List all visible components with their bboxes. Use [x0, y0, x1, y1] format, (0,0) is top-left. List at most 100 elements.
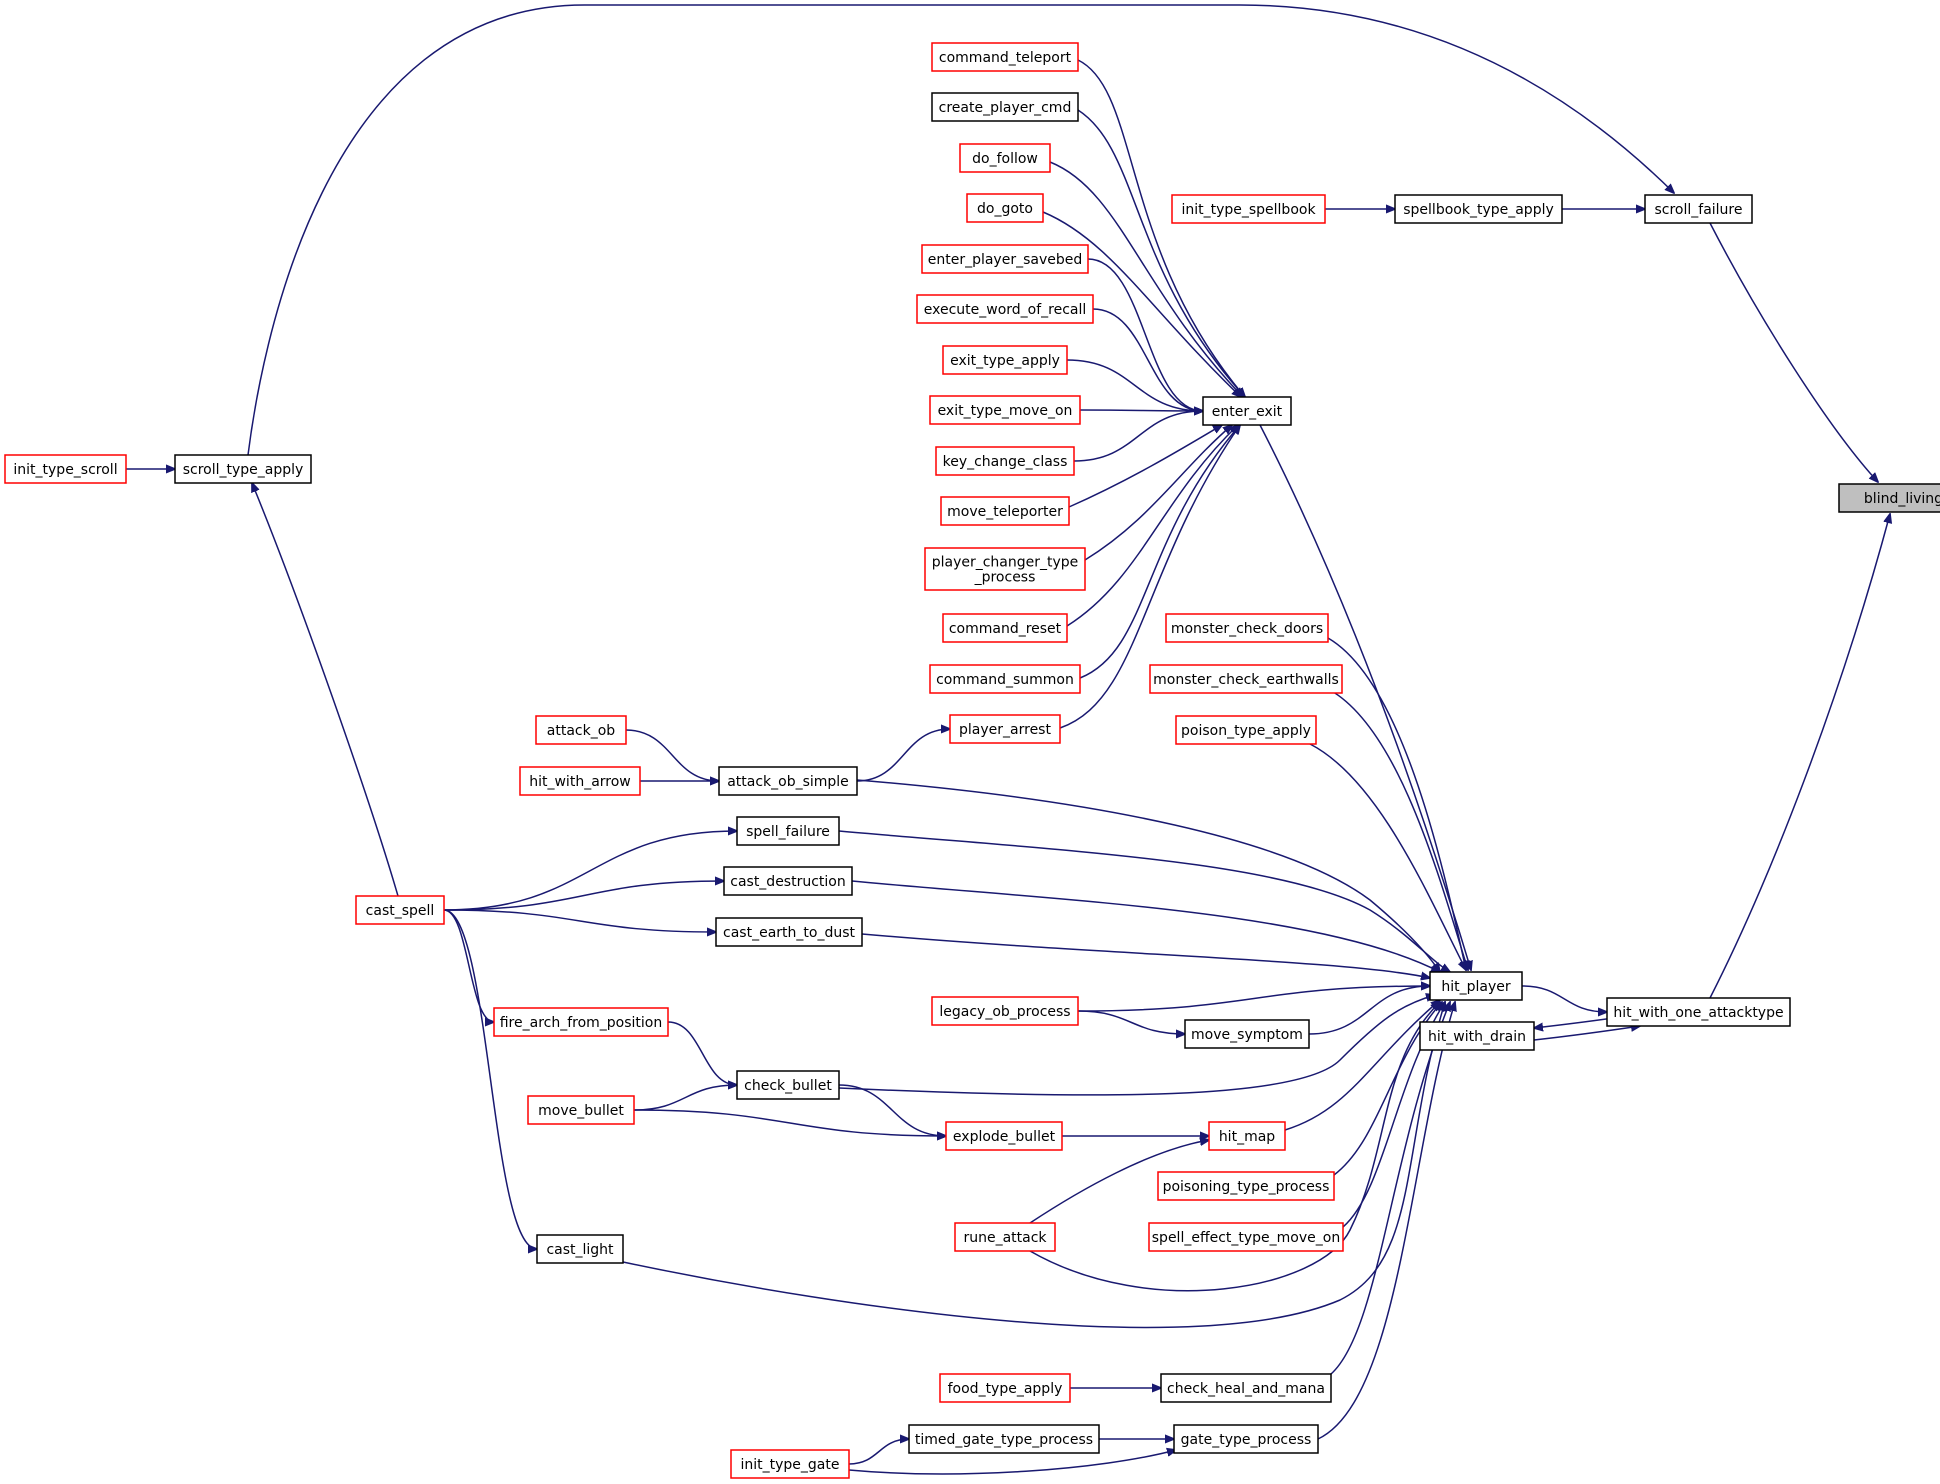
edge-line — [1079, 410, 1203, 411]
node-box — [1208, 1121, 1286, 1151]
call-edge-player_arrest-to-enter_exit — [1059, 425, 1240, 729]
call-edge-scroll_failure-to-blind_living — [1709, 222, 1878, 482]
node-enter_player_savebed[interactable]: enter_player_savebed — [921, 244, 1089, 274]
node-poisoning_type_process[interactable]: poisoning_type_process — [1157, 1171, 1335, 1201]
node-timed_gate_type_process[interactable]: timed_gate_type_process — [908, 1424, 1100, 1454]
call-edges — [126, 4, 1890, 1475]
node-attack_ob_simple[interactable]: attack_ob_simple — [718, 766, 858, 796]
edge-line — [1073, 411, 1203, 462]
node-monster_check_earthwalls[interactable]: monster_check_earthwalls — [1149, 664, 1343, 694]
node-hit_with_one_attacktype[interactable]: hit_with_one_attacktype — [1606, 997, 1791, 1027]
node-legacy_ob_process[interactable]: legacy_ob_process — [931, 996, 1079, 1026]
node-label: cast_earth_to_dust — [723, 925, 855, 941]
node-init_type_scroll[interactable]: init_type_scroll — [4, 454, 127, 484]
call-edge-attack_ob_simple-to-hit_player — [856, 779, 1440, 972]
node-hit_player[interactable]: hit_player — [1429, 971, 1523, 1001]
edge-line — [633, 1109, 946, 1136]
node-fire_arch_from_position[interactable]: fire_arch_from_position — [493, 1007, 669, 1037]
node-label: explode_bullet — [953, 1129, 1056, 1145]
node-cast_spell[interactable]: cast_spell — [355, 895, 445, 925]
node-box — [949, 714, 1061, 744]
node-hit_with_drain[interactable]: hit_with_drain — [1419, 1021, 1535, 1051]
edge-line — [1077, 1010, 1185, 1034]
node-poison_type_apply[interactable]: poison_type_apply — [1175, 715, 1317, 745]
node-gate_type_process[interactable]: gate_type_process — [1173, 1424, 1319, 1454]
edge-line — [247, 4, 1674, 456]
node-box — [935, 446, 1075, 476]
node-exit_type_move_on[interactable]: exit_type_move_on — [929, 395, 1081, 425]
node-box — [942, 345, 1068, 375]
node-spell_failure[interactable]: spell_failure — [736, 816, 840, 846]
node-box — [736, 1070, 840, 1100]
node-label: cast_spell — [366, 903, 435, 919]
node-exit_type_apply[interactable]: exit_type_apply — [942, 345, 1068, 375]
node-move_symptom[interactable]: move_symptom — [1184, 1019, 1310, 1049]
edge-line — [1521, 985, 1607, 1012]
node-spellbook_type_apply[interactable]: spellbook_type_apply — [1394, 194, 1563, 224]
node-box — [519, 766, 641, 796]
node-player_arrest[interactable]: player_arrest — [949, 714, 1061, 744]
node-create_player_cmd[interactable]: create_player_cmd — [931, 92, 1079, 122]
node-check_heal_and_mana[interactable]: check_heal_and_mana — [1160, 1373, 1332, 1403]
node-command_teleport[interactable]: command_teleport — [931, 42, 1079, 72]
node-box — [536, 1234, 624, 1264]
edge-line — [667, 1021, 737, 1085]
edge-line — [848, 1450, 1176, 1475]
node-enter_exit[interactable]: enter_exit — [1202, 396, 1292, 426]
node-cast_light[interactable]: cast_light — [536, 1234, 624, 1264]
edge-line — [443, 881, 724, 911]
node-player_changer_type_process[interactable]: player_changer_type_process — [924, 547, 1086, 591]
node-box — [1173, 1424, 1319, 1454]
node-command_summon[interactable]: command_summon — [929, 664, 1081, 694]
call-edge-move_bullet-to-explode_bullet — [633, 1109, 946, 1136]
call-edge-cast_spell-to-cast_destruction — [443, 881, 724, 911]
node-label: move_teleporter — [947, 504, 1063, 520]
node-label: spell_effect_type_move_on — [1152, 1230, 1340, 1246]
node-box — [929, 395, 1081, 425]
node-init_type_spellbook[interactable]: init_type_spellbook — [1171, 194, 1326, 224]
node-label: execute_word_of_recall — [924, 302, 1087, 318]
node-move_teleporter[interactable]: move_teleporter — [940, 496, 1070, 526]
edge-line — [1029, 1002, 1440, 1292]
edge-line — [443, 909, 494, 1022]
node-scroll_failure[interactable]: scroll_failure — [1644, 194, 1753, 224]
call-edge-fire_arch_from_position-to-check_bullet — [667, 1021, 737, 1085]
node-init_type_gate[interactable]: init_type_gate — [730, 1449, 850, 1479]
node-do_goto[interactable]: do_goto — [966, 193, 1044, 223]
call-edge-attack_ob_simple-to-player_arrest — [856, 729, 950, 782]
node-box — [355, 895, 445, 925]
node-box — [908, 1424, 1100, 1454]
node-hit_with_arrow[interactable]: hit_with_arrow — [519, 766, 641, 796]
call-edge-cast_earth_to_dust-to-hit_player — [861, 933, 1430, 978]
node-box — [929, 664, 1081, 694]
node-box — [1148, 1222, 1344, 1252]
node-rune_attack[interactable]: rune_attack — [954, 1222, 1056, 1252]
node-do_follow[interactable]: do_follow — [959, 143, 1051, 173]
call-edge-cast_destruction-to-hit_player — [851, 880, 1440, 972]
node-key_change_class[interactable]: key_change_class — [935, 446, 1075, 476]
node-cast_earth_to_dust[interactable]: cast_earth_to_dust — [715, 917, 863, 947]
call-edge-cast_spell-to-scroll_type_apply — [252, 483, 399, 897]
node-food_type_apply[interactable]: food_type_apply — [939, 1373, 1071, 1403]
node-monster_check_doors[interactable]: monster_check_doors — [1165, 613, 1329, 643]
node-explode_bullet[interactable]: explode_bullet — [945, 1121, 1063, 1151]
node-command_reset[interactable]: command_reset — [942, 613, 1068, 643]
call-edge-check_bullet-to-hit_player — [838, 995, 1435, 1096]
node-scroll_type_apply[interactable]: scroll_type_apply — [174, 454, 312, 484]
node-cast_destruction[interactable]: cast_destruction — [723, 866, 853, 896]
call-edge-create_player_cmd-to-enter_exit — [1077, 109, 1245, 397]
call-edge-monster_check_earthwalls-to-hit_player — [1329, 689, 1468, 970]
node-spell_effect_type_move_on[interactable]: spell_effect_type_move_on — [1148, 1222, 1344, 1252]
node-box — [942, 613, 1068, 643]
node-move_bullet[interactable]: move_bullet — [527, 1095, 635, 1125]
node-box — [527, 1095, 635, 1125]
node-hit_map[interactable]: hit_map — [1208, 1121, 1286, 1151]
node-label: spellbook_type_apply — [1403, 202, 1554, 218]
node-check_bullet[interactable]: check_bullet — [736, 1070, 840, 1100]
node-attack_ob[interactable]: attack_ob — [535, 715, 627, 745]
node-label: poison_type_apply — [1181, 723, 1311, 739]
edge-line — [848, 1439, 909, 1465]
node-blind_living[interactable]: blind_living — [1838, 483, 1940, 513]
node-execute_word_of_recall[interactable]: execute_word_of_recall — [916, 294, 1094, 324]
node-box — [924, 547, 1086, 591]
